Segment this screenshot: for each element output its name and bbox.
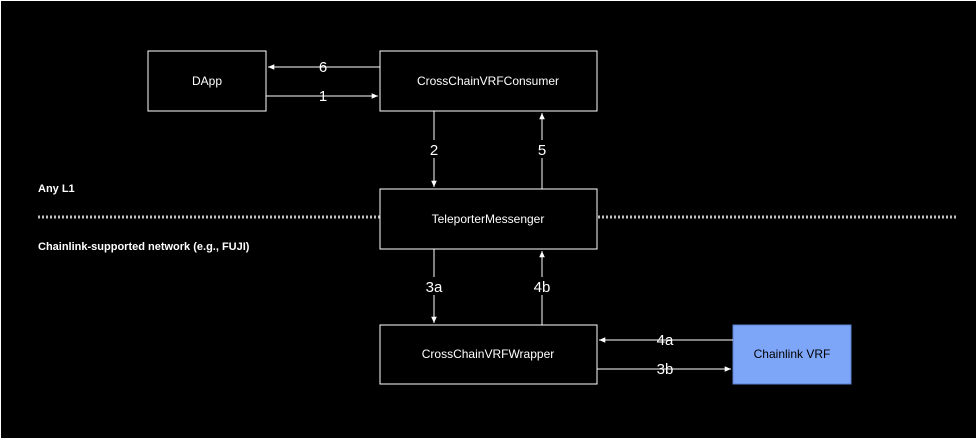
edge-2-label: 2 bbox=[430, 142, 438, 159]
node-consumer-label: CrossChainVRFConsumer bbox=[417, 74, 559, 88]
edge-5: 5 bbox=[532, 113, 552, 189]
node-crosschain-vrf-consumer[interactable]: CrossChainVRFConsumer bbox=[379, 50, 598, 112]
edge-2: 2 bbox=[424, 111, 444, 187]
zone-label-any-l1: Any L1 bbox=[38, 183, 75, 195]
node-wrapper-label: CrossChainVRFWrapper bbox=[422, 347, 555, 361]
node-dapp[interactable]: DApp bbox=[147, 50, 267, 112]
edge-4b: 4b bbox=[528, 251, 556, 325]
edge-4a: 4a bbox=[599, 332, 733, 349]
node-teleporter-label: TeleporterMessenger bbox=[432, 212, 545, 226]
node-teleporter-messenger[interactable]: TeleporterMessenger bbox=[379, 188, 598, 250]
edge-3a: 3a bbox=[420, 249, 448, 323]
edge-1-label: 1 bbox=[319, 88, 327, 105]
edge-3b-label: 3b bbox=[657, 361, 674, 378]
node-dapp-label: DApp bbox=[192, 74, 222, 88]
edge-5-label: 5 bbox=[538, 142, 546, 159]
edge-3b: 3b bbox=[597, 361, 731, 378]
edge-4a-label: 4a bbox=[657, 332, 674, 349]
edge-1: 1 bbox=[266, 88, 378, 105]
edge-6: 6 bbox=[268, 59, 380, 76]
edge-6-label: 6 bbox=[319, 59, 327, 76]
node-chainlink-vrf[interactable]: Chainlink VRF bbox=[732, 324, 852, 385]
node-chainlink-vrf-label: Chainlink VRF bbox=[754, 347, 831, 361]
node-crosschain-vrf-wrapper[interactable]: CrossChainVRFWrapper bbox=[379, 324, 598, 385]
zone-label-chainlink-network: Chainlink-supported network (e.g., FUJI) bbox=[38, 241, 250, 253]
edge-3a-label: 3a bbox=[426, 279, 443, 296]
edge-4b-label: 4b bbox=[534, 279, 551, 296]
